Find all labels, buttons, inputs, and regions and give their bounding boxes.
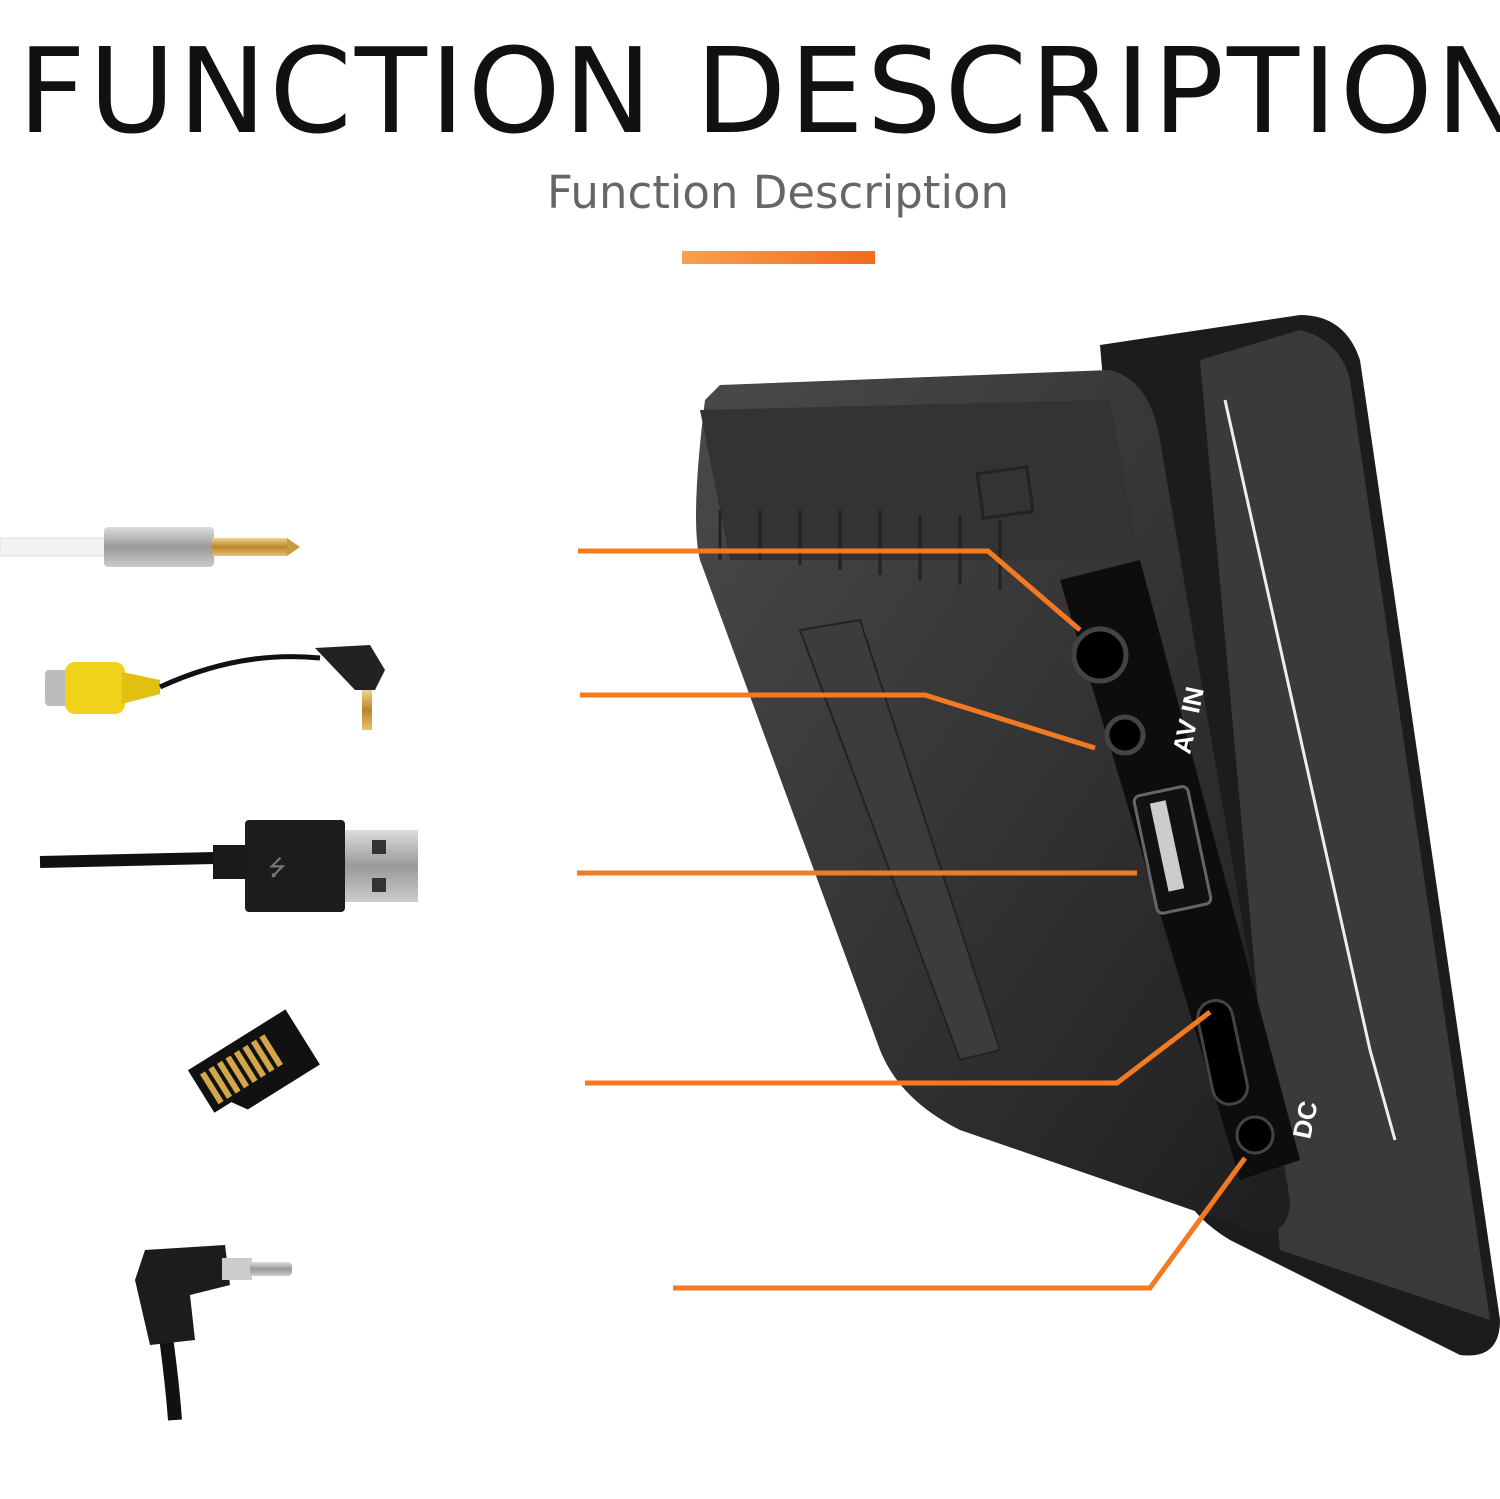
page-title: FUNCTION DESCRIPTION [17,22,1500,160]
dc-power-plug [135,1245,292,1421]
dc-port [1235,1115,1275,1155]
accent-underline [682,251,875,264]
audio-jack-cable [0,527,300,567]
page-subtitle: Function Description [547,166,1009,219]
av-in-jack [1104,714,1146,756]
monitor-device: AV IN DC [696,315,1500,1356]
leader-line-dc [673,1156,1248,1291]
headphone-jack [1071,626,1129,684]
tf-card-slot [1196,999,1249,1106]
leader-line-tf-card [585,1010,1212,1086]
leader-line-headphone [578,548,1082,632]
rca-av-cable [45,645,385,730]
micro-sd-card [187,1009,320,1113]
usb-cable: ⭍ [39,820,418,912]
usb-symbol-icon: ⭍ [268,856,286,881]
leader-lines [577,548,1248,1291]
leader-line-av-in [580,692,1096,751]
